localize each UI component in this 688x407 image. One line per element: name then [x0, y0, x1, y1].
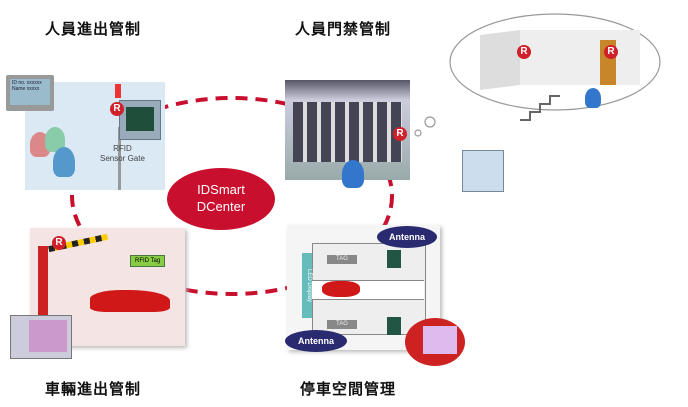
title-people-access: 人員進出管制 — [45, 20, 142, 38]
car-icon — [387, 250, 401, 268]
person-icon — [342, 160, 364, 188]
person-icon — [53, 147, 75, 177]
vehicle-access-panel: R RFID Tag — [30, 228, 185, 346]
led-display: LED Display — [302, 253, 312, 318]
rfid-badge-icon: R — [110, 102, 124, 116]
title-parking: 停車空間管理 — [300, 380, 397, 398]
title-door-access: 人員門禁管制 — [295, 20, 392, 38]
sensor-gate-icon — [119, 100, 161, 140]
computer-icon — [405, 318, 465, 366]
rfid-tag-label: RFID Tag — [130, 255, 166, 267]
tag-label: TAG — [327, 320, 357, 329]
car-icon — [322, 281, 360, 297]
title-vehicle-access: 車輛進出管制 — [45, 380, 142, 398]
person-icon — [45, 127, 65, 152]
rfid-badge-icon: R — [604, 45, 618, 59]
rfid-badge-icon: R — [517, 45, 531, 59]
antenna-label: Antenna — [285, 330, 347, 352]
person-icon — [585, 88, 601, 108]
tag-label: TAG — [327, 255, 357, 264]
door-access-image — [462, 150, 504, 192]
signal-light-icon — [115, 84, 121, 98]
barrier-gate-icon — [38, 246, 48, 316]
car-icon — [387, 317, 401, 335]
rfid-badge-icon: R — [393, 127, 407, 141]
car-icon — [90, 290, 170, 312]
rfid-badge-icon: R — [52, 236, 66, 250]
antenna-label: Antenna — [377, 226, 437, 248]
computer-icon — [10, 315, 72, 359]
